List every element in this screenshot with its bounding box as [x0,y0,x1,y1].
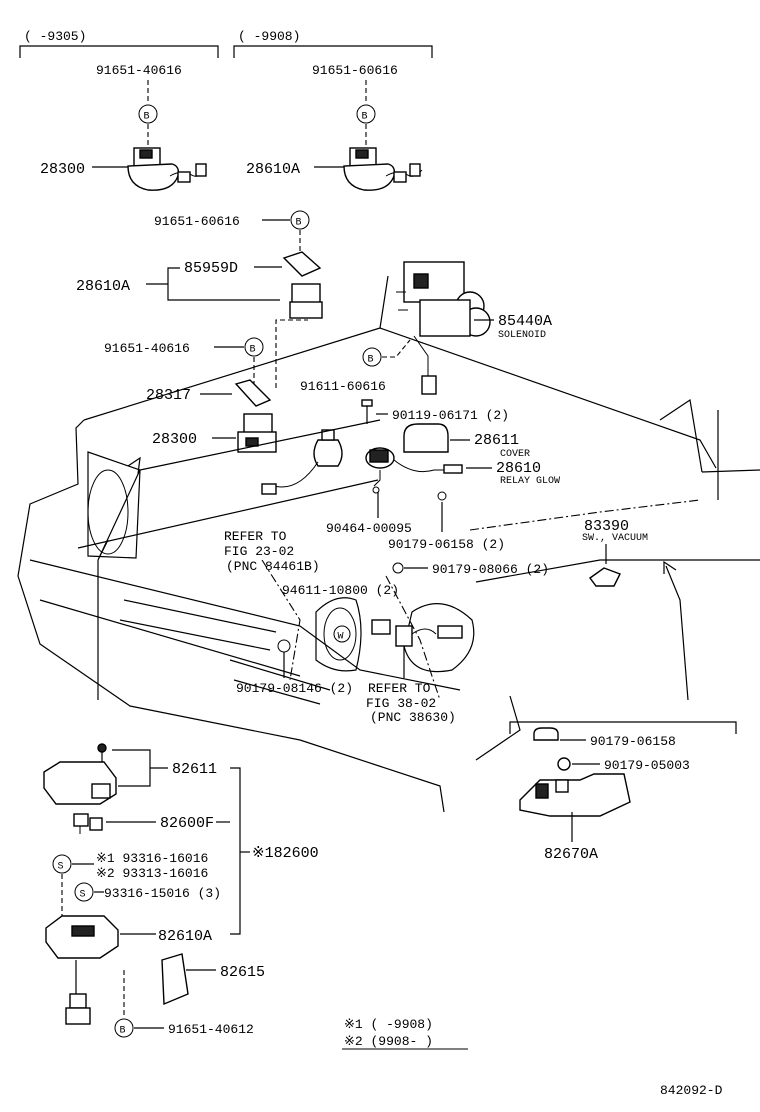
fuse-connector-drawing [371,619,463,678]
part-91651-40616-top: 91651-40616 [96,63,182,78]
s-label: S [80,890,86,901]
b-label: B [250,345,256,356]
part-90179-05003: 90179-05003 [604,758,690,773]
part-28610A-top: 28610A [246,161,300,178]
part-82670A: 82670A [544,846,598,863]
bolt-90119-drawing [361,399,373,424]
module-82610A-drawing [45,915,119,1025]
vehicle-outline: W [17,275,760,813]
variant-right-group: ( -9908) 91651-60616 B 28610A [233,29,433,191]
vacuum-switch-group: 83390 SW., VACUUM [582,518,648,587]
relay-28610A-top-drawing [343,147,423,191]
part-85440A: 85440A [498,313,552,330]
part-83390: 83390 [584,518,629,535]
relay-glow-28610-drawing [365,447,463,494]
note-2: ※2 (9908- ) [344,1034,433,1049]
module-82611-drawing [43,761,117,805]
vacuum-switch-drawing [589,567,621,587]
part-82615: 82615 [220,964,265,981]
variant-right-header: ( -9908) [238,29,300,44]
bolt-b-symbol [138,104,158,124]
solenoid-group: 85440A SOLENOID B 91611-60616 90119-0617… [300,261,560,552]
part-91651-60616-mid: 91651-60616 [154,214,240,229]
part-182600: ※182600 [252,845,319,862]
part-93316-15016: 93316-15016 (3) [104,886,221,901]
part-90179-06158-b: 90179-06158 [590,734,676,749]
variant-notes: ※1 ( -9908) ※2 (9908- ) [342,1017,468,1050]
cover-28611-drawing [403,423,449,453]
refer-2-line-1: REFER TO [368,681,431,696]
part-28300-mid: 28300 [152,431,197,448]
bracket-82615-drawing [161,953,189,1006]
fuse-block-group: 90179-06158 90179-05003 82670A [509,721,737,863]
part-90119-06171: 90119-06171 (2) [392,408,509,423]
refer-2-line-2: FIG 38-02 [366,696,436,711]
cover-description: COVER [500,449,530,460]
nut-90179-06158-drawing [437,491,447,501]
refer-note-1: REFER TO FIG 23-02 (PNC 84461B) [224,529,320,574]
part-91651-40612: 91651-40612 [168,1022,254,1037]
relay-28300-mid-drawing [237,413,277,453]
part-93313-16016: ※2 93313-16016 [96,866,208,881]
part-28611: 28611 [474,432,519,449]
connector-82600F-drawing [73,813,103,834]
part-91651-60616-top: 91651-60616 [312,63,398,78]
part-28317: 28317 [146,387,191,404]
part-91611-60616: 91611-60616 [300,379,386,394]
note-1: ※1 ( -9908) [344,1017,433,1032]
washer-w-symbol [333,625,351,643]
part-85959D: 85959D [184,260,238,277]
refer-2-line-3: (PNC 38630) [370,710,456,725]
bolt-b-symbol [114,1018,134,1038]
s-label: S [58,862,64,873]
glow-harness-drawing [261,429,343,495]
relay-28300-top-drawing [127,147,207,191]
nut-90179-08066-group: 90179-08066 (2) [392,562,549,577]
bracket-relay-drawing [282,251,323,319]
variant-left-header: ( -9305) [24,29,86,44]
refer-1-line-2: FIG 23-02 [224,544,294,559]
sw-vacuum-description: SW., VACUUM [582,533,648,544]
part-82610A: 82610A [158,928,212,945]
bracket-28317-drawing [234,379,272,407]
b-label: B [362,112,368,123]
part-93316-16016: ※1 93316-16016 [96,851,208,866]
solenoid-description: SOLENOID [498,330,546,341]
screw-drawing [97,743,107,764]
headlamp-drawing [323,607,357,661]
part-28610A-mid: 28610A [76,278,130,295]
screw-s-symbol [52,854,72,874]
solenoid-85440A-drawing [396,261,491,395]
part-94611-10800: 94611-10800 (2) [282,583,399,598]
variant-left-group: ( -9305) 91651-40616 B 28300 [19,29,219,191]
bolt-b-symbol [290,210,310,230]
part-90179-08066: 90179-08066 (2) [432,562,549,577]
b-label: B [296,218,302,229]
nut-90179-08146-group: 90179-08146 (2) [236,639,353,696]
part-82611: 82611 [172,761,217,778]
b-label: B [144,112,150,123]
screw-s-symbol [74,882,94,902]
relay-stack-group: 91651-60616 B 85959D 28610A 91651-40616 … [76,210,323,453]
bolt-b-symbol [362,347,382,367]
part-91651-40616-mid: 91651-40616 [104,341,190,356]
refer-1-line-3: (PNC 84461B) [226,559,320,574]
part-90464-00095: 90464-00095 [326,521,412,536]
w-label: W [338,632,344,643]
module-group: 82611 ※182600 82600F S ※1 93316-16016 ※2… [43,743,319,1038]
relay-glow-description: RELAY GLOW [500,476,560,487]
b-label: B [120,1026,126,1037]
refer-1-line-1: REFER TO [224,529,287,544]
bolt-b-symbol [356,104,376,124]
part-90179-08146: 90179-08146 (2) [236,681,353,696]
part-82600F: 82600F [160,815,214,832]
refer-note-2: REFER TO FIG 38-02 (PNC 38630) [366,681,456,725]
bolt-b-symbol [244,337,264,357]
part-28610: 28610 [496,460,541,477]
figure-id: 842092-D [660,1083,723,1098]
part-28300-top: 28300 [40,161,85,178]
part-90179-06158-a: 90179-06158 (2) [388,537,505,552]
b-label: B [368,355,374,366]
